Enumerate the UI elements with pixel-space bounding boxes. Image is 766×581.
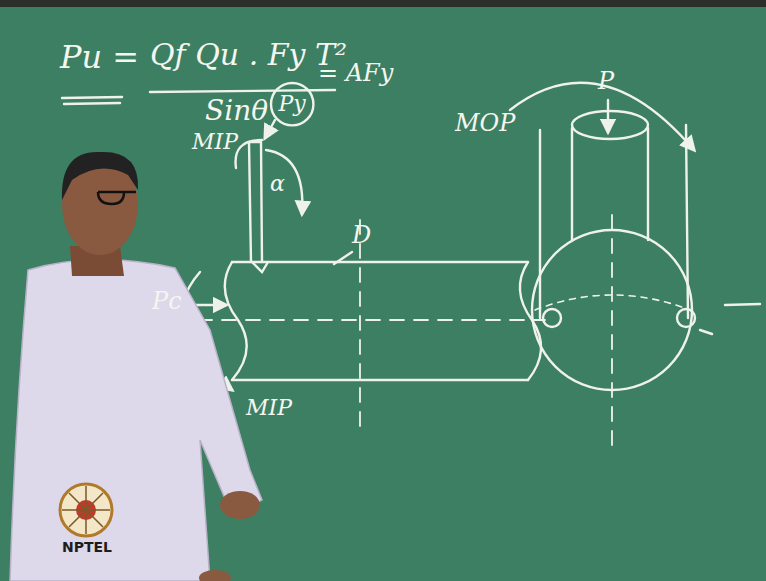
brace-outline xyxy=(540,125,688,318)
weld-line xyxy=(252,262,268,272)
hot-spot xyxy=(677,309,695,327)
lecturer xyxy=(10,152,262,581)
chord-outline xyxy=(232,262,528,380)
center-line xyxy=(359,220,361,430)
logo-text: NPTEL xyxy=(62,540,112,555)
formula-denominator: Sinθ xyxy=(205,96,268,127)
moment-label: MIP xyxy=(192,130,238,154)
formula-numerator: Qf Qu . Fy T² xyxy=(150,38,347,71)
brace-end xyxy=(572,111,648,139)
center-line xyxy=(700,304,760,334)
brace-outline xyxy=(572,128,648,240)
board-frame xyxy=(0,0,766,7)
force-arrow xyxy=(607,100,609,132)
load-circle: Py xyxy=(269,81,315,127)
center-line xyxy=(611,215,613,450)
angle-label: α xyxy=(270,172,285,196)
hand xyxy=(220,491,260,519)
yield-load: = AFy xyxy=(318,60,393,86)
diameter-label: D xyxy=(352,222,371,248)
node-text: Py xyxy=(278,92,305,116)
hand xyxy=(199,570,231,581)
moment-label: MOP xyxy=(455,110,515,136)
moment-label: MIP xyxy=(246,396,292,420)
chord-end xyxy=(225,262,247,380)
double-underline xyxy=(62,97,122,104)
force-label: P xyxy=(598,68,614,94)
brace-member xyxy=(249,142,262,262)
glasses xyxy=(98,192,136,204)
force-label: Pc xyxy=(152,288,182,314)
shirt xyxy=(10,259,262,581)
hot-spot xyxy=(543,309,561,327)
formula-lhs: Pu = xyxy=(60,40,139,75)
nptel-logo xyxy=(60,484,112,536)
angle-arc xyxy=(266,150,302,214)
center-line xyxy=(150,319,545,321)
moment-arc xyxy=(236,140,262,168)
